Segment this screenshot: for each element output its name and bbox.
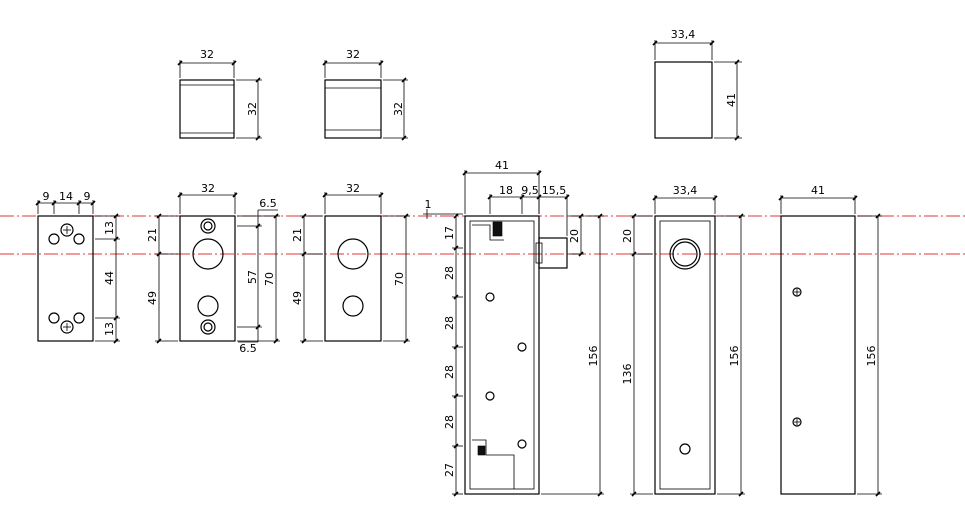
side-total-height-label: 156 [587,346,600,367]
lock-front-view: 33,4 20 136 156 [621,184,745,497]
side-gap-label: 1 [425,198,432,211]
hole-icon [48,312,60,324]
hole-icon [679,443,691,455]
hole-icon [200,319,216,335]
plate-c-left-v1-label: 21 [291,228,304,242]
plate-b-v-inner-label: 57 [246,270,259,284]
side-w1-label: 18 [499,184,513,197]
side-v1-label: 17 [443,226,456,240]
plate-a-v2-label: 44 [103,271,116,285]
top-cap-1-height-label: 32 [246,102,259,116]
front-lower-label: 136 [621,364,634,385]
hole-icon [73,312,85,324]
screw-icon [60,223,74,237]
plate-c: 32 21 49 70 [291,182,410,344]
hole-icon [48,233,60,245]
hole-icon [73,233,85,245]
bolt-hole-icon [672,241,698,267]
side-w3-label: 15,5 [542,184,567,197]
hole-icon [203,322,213,332]
plate-a-seg2-label: 14 [59,190,73,203]
plate-a-seg3-label: 9 [84,190,91,203]
hole-icon [342,295,364,317]
hole-icon [200,218,216,234]
lock-side-view: 41 18 9,5 15,5 1 20 [423,159,604,497]
plate-b-left-v2-label: 49 [146,291,159,305]
plate-a-seg1-label: 9 [43,190,50,203]
plate-b-width-label: 32 [201,182,215,195]
front-total-label: 156 [728,346,741,367]
top-cap-1-width-label: 32 [200,48,214,61]
lock-back-view: 41 156 [778,184,882,497]
hole-icon [517,439,527,449]
top-cap-2-height-label: 32 [392,102,405,116]
plate-b-offset-bottom-label: 6.5 [239,342,257,355]
bolt [538,237,568,269]
top-cap-3-height-label: 41 [725,93,738,107]
back-width-label: 41 [811,184,825,197]
hole-icon [485,292,495,302]
side-total-width-label: 41 [495,159,509,172]
bolt-hole-icon [337,238,369,270]
screw-icon [792,417,802,427]
back-total-label: 156 [865,346,878,367]
plate-a-v3-label: 13 [103,322,116,336]
screw-icon [60,320,74,334]
front-width-label: 33,4 [673,184,698,197]
bolt-hole-icon [192,238,224,270]
bolt-hole-icon [669,238,701,270]
top-cap-3-width-label: 33,4 [671,28,696,41]
front-top-label: 20 [621,229,634,243]
side-w2-label: 9,5 [521,184,539,197]
plate-a-v1-label: 13 [103,221,116,235]
hole-icon [203,221,213,231]
side-v4-label: 28 [443,365,456,379]
plate-b-offset-top-label: 6.5 [259,197,277,210]
side-v5-label: 28 [443,415,456,429]
top-cap-2: 32 32 [322,48,408,141]
hole-icon [517,342,527,352]
side-v3-label: 28 [443,316,456,330]
top-cap-2-width-label: 32 [346,48,360,61]
plate-b-v-total-label: 70 [263,272,276,286]
plate-c-width-label: 32 [346,182,360,195]
side-bolt-height-label: 20 [568,229,581,243]
screw-icon [792,287,802,297]
side-v6-label: 27 [443,463,456,477]
hole-icon [197,295,219,317]
side-v2-label: 28 [443,266,456,280]
plate-c-v-total-label: 70 [393,272,406,286]
top-cap-3: 33,4 41 [652,28,742,141]
plate-c-left-v2-label: 49 [291,291,304,305]
plate-b-left-v1-label: 21 [146,228,159,242]
plate-b: 32 21 49 57 70 6.5 6.5 [146,182,280,355]
top-cap-1: 32 32 [177,48,262,141]
hole-icon [485,391,495,401]
plate-a: 9 14 9 13 44 13 [35,190,120,344]
